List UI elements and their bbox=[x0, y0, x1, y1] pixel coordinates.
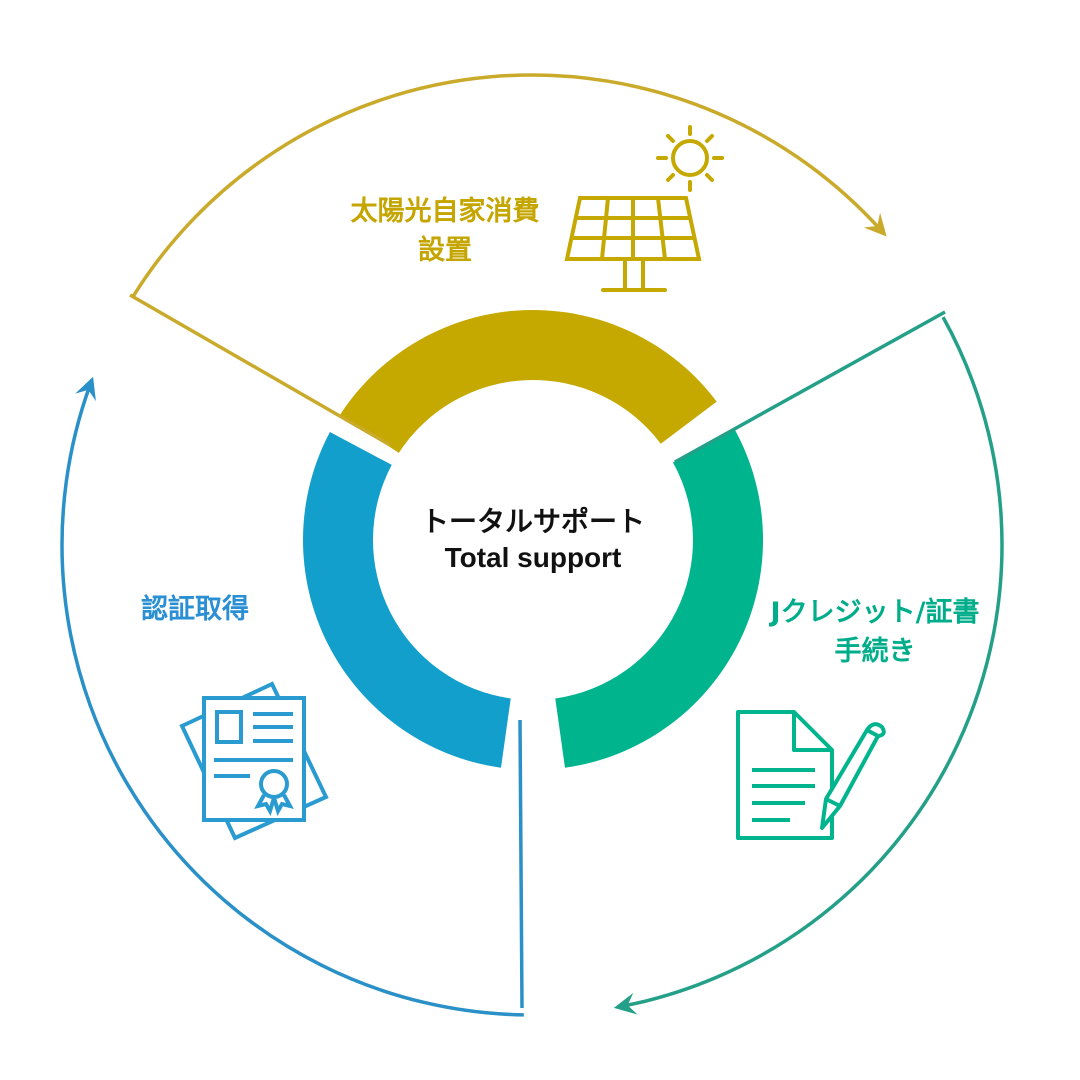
arrowhead-icon bbox=[75, 376, 96, 402]
center-title-en: Total support bbox=[444, 542, 622, 573]
cycle-arrow-certification bbox=[60, 376, 524, 1017]
document-pen-icon bbox=[736, 710, 886, 840]
connector-line bbox=[518, 719, 524, 1009]
cycle-arrow-solar bbox=[129, 73, 887, 447]
cycle-arc bbox=[621, 316, 1004, 1009]
jcredit-label-line2: 手続き bbox=[834, 636, 916, 668]
ring-segment-solar bbox=[340, 310, 717, 453]
cycle-arc bbox=[131, 73, 883, 297]
ring-segment-certification bbox=[302, 432, 511, 768]
connector-line bbox=[129, 293, 391, 447]
solar-label-line1: 太陽光自家消費 bbox=[350, 196, 540, 227]
center-title: トータルサポート Total support bbox=[383, 500, 683, 574]
solar-label-line2: 設置 bbox=[418, 235, 472, 267]
center-title-jp: トータルサポート bbox=[420, 505, 645, 538]
arrowhead-icon bbox=[613, 992, 638, 1015]
ring-segment-jcredit bbox=[555, 428, 763, 768]
cycle-arrow-jcredit bbox=[613, 310, 1004, 1015]
step-label-jcredit: Jクレジット/証書 手続き bbox=[740, 593, 1010, 671]
certification-label: 認証取得 bbox=[141, 594, 249, 625]
step-label-solar: 太陽光自家消費 設置 bbox=[320, 192, 570, 270]
cycle-arc bbox=[60, 383, 524, 1017]
step-label-certification: 認証取得 bbox=[110, 590, 280, 629]
solar-panel-icon bbox=[564, 125, 724, 292]
jcredit-label-line1: Jクレジット/証書 bbox=[770, 597, 980, 628]
connector-line bbox=[674, 310, 946, 464]
certificate-icon bbox=[179, 681, 329, 841]
arrowhead-icon bbox=[863, 212, 887, 237]
